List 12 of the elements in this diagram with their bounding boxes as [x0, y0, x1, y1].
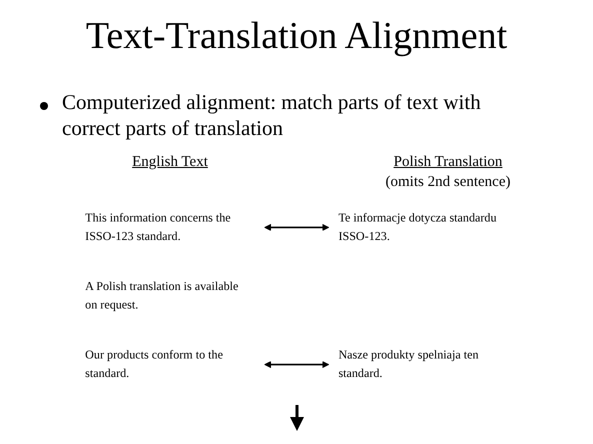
heading-note: (omits 2nd sentence): [386, 173, 510, 192]
arrow: [264, 224, 330, 231]
node-text: A Polish translation is available on request.: [85, 280, 238, 312]
column-heading: Polish Translation: [394, 153, 502, 172]
node-text: Nasze produkty spelniaja ten standard.: [338, 348, 479, 380]
node-text: Te informacje dotycza standardu ISSO-123.: [338, 212, 496, 243]
node-text: Our products conform to the standard.: [85, 348, 223, 380]
node-text: This information concerns the ISSO-123 standard.: [85, 212, 231, 243]
column-heading: English Text: [132, 153, 208, 172]
arrow: [264, 361, 330, 368]
title: Text-Translation Alignment: [86, 14, 508, 58]
bullet-point-text: Computerized alignment: match parts of text with correct parts of translation: [62, 89, 482, 141]
